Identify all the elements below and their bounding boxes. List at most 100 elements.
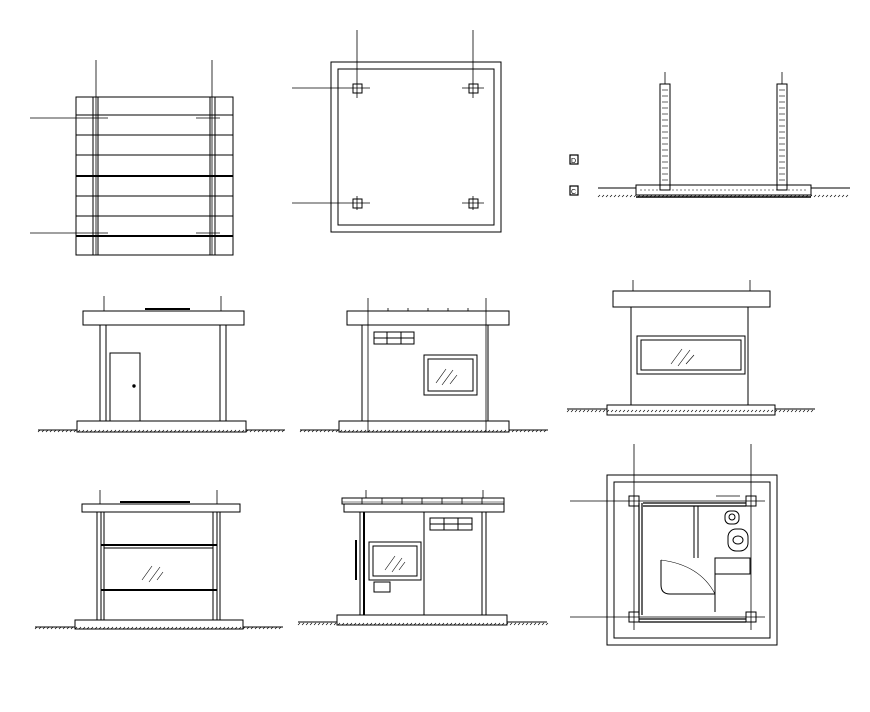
ground-hatch — [78, 626, 82, 630]
ground-hatch — [238, 626, 242, 630]
ground-hatch — [309, 622, 313, 626]
ground-hatch — [313, 622, 317, 626]
ground-hatch — [237, 429, 241, 433]
ground-hatch — [261, 429, 265, 433]
ground-hatch — [270, 626, 274, 630]
ground-hatch — [606, 409, 610, 413]
ground-hatch — [529, 622, 533, 626]
ground-hatch — [118, 626, 122, 630]
ground-hatch — [519, 429, 523, 433]
ground-hatch — [377, 622, 381, 626]
ground-hatch — [709, 194, 713, 198]
ground-hatch — [379, 429, 383, 433]
ground-hatch — [762, 409, 766, 413]
ground-hatch — [578, 409, 582, 413]
ground-hatch — [399, 429, 403, 433]
ground-hatch — [685, 194, 689, 198]
front-elevation-view — [38, 296, 285, 433]
ground-hatch — [733, 194, 737, 198]
ground-hatch — [545, 622, 549, 626]
ground-hatch — [153, 429, 157, 433]
ground-hatch — [513, 622, 517, 626]
ground-hatch — [726, 409, 730, 413]
ground-hatch — [718, 409, 722, 413]
ground-hatch — [495, 429, 499, 433]
ground-hatch — [319, 429, 323, 433]
rear-elevation-view — [567, 280, 815, 416]
ground-hatch — [162, 626, 166, 630]
ground-hatch — [479, 429, 483, 433]
ground-hatch — [837, 194, 841, 198]
ground-hatch — [305, 622, 309, 626]
ground-hatch — [770, 409, 774, 413]
ground-hatch — [327, 429, 331, 433]
ground-hatch — [54, 626, 58, 630]
ground-hatch — [801, 194, 805, 198]
ground-hatch — [333, 622, 337, 626]
ground-hatch — [299, 429, 303, 433]
ground-hatch — [125, 429, 129, 433]
ground-hatch — [38, 626, 42, 630]
ground-hatch — [66, 626, 70, 630]
ground-hatch — [841, 194, 845, 198]
ground-hatch — [277, 429, 281, 433]
ground-hatch — [137, 429, 141, 433]
ground-hatch — [278, 626, 282, 630]
ground-hatch — [138, 626, 142, 630]
ground-hatch — [798, 409, 802, 413]
ground-hatch — [459, 429, 463, 433]
ground-hatch — [69, 429, 73, 433]
ground-hatch — [97, 429, 101, 433]
ground-hatch — [614, 409, 618, 413]
ground-hatch — [170, 626, 174, 630]
column-plan-view — [292, 30, 502, 233]
ground-hatch — [441, 622, 445, 626]
ground-hatch — [706, 409, 710, 413]
ground-hatch — [641, 194, 645, 198]
ground-hatch — [154, 626, 158, 630]
ground-hatch — [662, 409, 666, 413]
ground-hatch — [157, 429, 161, 433]
ground-hatch — [617, 194, 621, 198]
ground-hatch — [415, 429, 419, 433]
ground-hatch — [665, 194, 669, 198]
ground-hatch — [629, 194, 633, 198]
ground-hatch — [339, 429, 343, 433]
ground-hatch — [241, 429, 245, 433]
ground-hatch — [177, 429, 181, 433]
ground-hatch — [750, 409, 754, 413]
ground-hatch — [413, 622, 417, 626]
ground-hatch — [225, 429, 229, 433]
ground-hatch — [257, 429, 261, 433]
ground-hatch — [369, 622, 373, 626]
ground-hatch — [646, 409, 650, 413]
ground-hatch — [133, 429, 137, 433]
ground-hatch — [82, 626, 86, 630]
ground-hatch — [98, 626, 102, 630]
ground-hatch — [525, 622, 529, 626]
ground-hatch — [653, 194, 657, 198]
ground-hatch — [109, 429, 113, 433]
ground-hatch — [335, 429, 339, 433]
ground-hatch — [725, 194, 729, 198]
ground-hatch — [622, 409, 626, 413]
ground-hatch — [189, 429, 193, 433]
ground-hatch — [433, 622, 437, 626]
ground-hatch — [158, 626, 162, 630]
ground-hatch — [738, 409, 742, 413]
ground-hatch — [209, 429, 213, 433]
ground-hatch — [230, 626, 234, 630]
ground-hatch — [383, 429, 387, 433]
ground-hatch — [77, 429, 81, 433]
ground-hatch — [781, 194, 785, 198]
ground-hatch — [669, 194, 673, 198]
ground-hatch — [654, 409, 658, 413]
ground-hatch — [821, 194, 825, 198]
ground-hatch — [250, 626, 254, 630]
ground-hatch — [806, 409, 810, 413]
ground-hatch — [785, 194, 789, 198]
ground-hatch — [717, 194, 721, 198]
ground-hatch — [690, 409, 694, 413]
ground-hatch — [345, 622, 349, 626]
ground-hatch — [194, 626, 198, 630]
